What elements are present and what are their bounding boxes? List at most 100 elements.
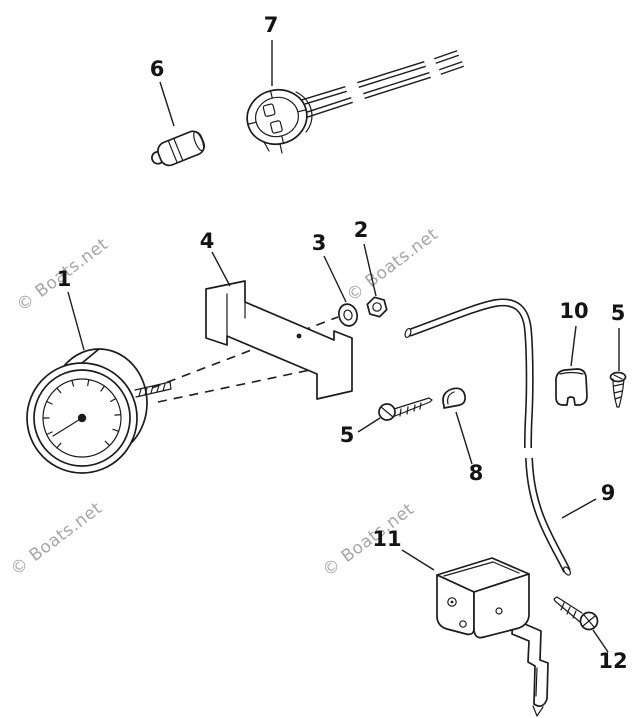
wire-1-core [299, 51, 459, 105]
part-grommet [555, 368, 588, 406]
socket-rim-ticks [247, 90, 307, 144]
clip-body [442, 387, 466, 409]
bulb-band-lines [168, 138, 184, 163]
gauge-tick-marks [42, 379, 122, 449]
callout-2: 2 [354, 218, 377, 297]
sender-boss-1-center [450, 600, 454, 604]
screw-slot [613, 374, 623, 380]
callout-8: 8 [455, 411, 484, 485]
callout-9: 9 [561, 481, 615, 519]
leader-line [570, 325, 577, 367]
sender-boss-1 [447, 597, 457, 607]
part-screw-upper-right [609, 371, 627, 408]
bracket-hole [296, 333, 302, 339]
socket-tabs [263, 141, 283, 154]
leader-line [357, 417, 381, 433]
callout-4: 4 [200, 229, 231, 287]
part-screw-lower [553, 596, 599, 631]
callout-label-1: 1 [57, 267, 72, 291]
screw-slot [380, 406, 394, 418]
washer-inner [343, 309, 353, 321]
sender-boss-2 [459, 620, 467, 628]
callout-label-5-upper: 5 [611, 301, 626, 325]
screw-shaft [393, 397, 433, 417]
leader-line [67, 291, 85, 351]
socket-body [246, 88, 308, 146]
callout-label-3: 3 [312, 231, 327, 255]
callout-label-4: 4 [200, 229, 215, 253]
screw-shaft [553, 596, 583, 623]
leader-line [592, 629, 609, 653]
socket-terminal-2 [270, 120, 283, 134]
tube-lower-core [526, 457, 570, 573]
bulb-end-cap [193, 131, 205, 152]
leader-line [401, 549, 435, 571]
leader-line [363, 243, 377, 297]
nut-hex [366, 296, 388, 318]
gauge-needle-hub [77, 413, 87, 423]
sender-boss-3 [495, 607, 503, 615]
part-nut [366, 296, 388, 318]
sender-top-rim [443, 561, 520, 577]
callout-label-11: 11 [372, 527, 401, 551]
part-tube [404, 298, 571, 576]
watermark: © Boats.net [319, 499, 418, 581]
part-sender-assembly [436, 557, 549, 717]
leader-line [561, 498, 597, 519]
leader-line [159, 81, 175, 127]
callout-label-5-middle: 5 [340, 423, 355, 447]
bracket-outline [205, 280, 353, 400]
sender-arm-slot [532, 667, 544, 717]
screw-threads [399, 402, 422, 417]
gauge-needle [52, 417, 83, 437]
screw-threads [560, 602, 577, 619]
tube-upper-core [408, 300, 533, 449]
callout-5-upper: 5 [611, 301, 626, 371]
socket-outer [246, 88, 308, 146]
callout-label-2: 2 [354, 218, 369, 242]
grommet-body [555, 368, 588, 406]
screw-shaft [612, 378, 625, 408]
tube-open-end-top [404, 327, 412, 339]
callouts: 7 6 4 3 2 1 10 5 [57, 13, 628, 673]
part-washer [338, 303, 358, 327]
bracket-bend-lines [226, 293, 246, 337]
callout-12: 12 [592, 629, 628, 673]
sender-front-right-face [473, 573, 530, 639]
stud-threads [138, 383, 166, 397]
callout-label-6: 6 [150, 57, 165, 81]
socket-terminal-1 [262, 103, 276, 117]
callout-label-8: 8 [469, 461, 484, 485]
part-mounting-bracket [205, 280, 353, 400]
callout-11: 11 [372, 527, 435, 571]
gauge-bezel-inner [33, 369, 131, 467]
callout-5-middle: 5 [340, 417, 381, 447]
leader-line [323, 255, 347, 303]
clip-inner [447, 391, 455, 405]
callout-label-10: 10 [559, 299, 588, 323]
socket-back-rim [295, 91, 313, 133]
callout-label-12: 12 [598, 649, 627, 673]
nut-hole [372, 302, 382, 312]
callout-label-7: 7 [264, 13, 279, 37]
watermark: © Boats.net [7, 498, 106, 580]
part-clip [442, 387, 466, 409]
wire-2-core [305, 62, 464, 117]
callout-3: 3 [312, 231, 347, 303]
callout-10: 10 [559, 299, 589, 367]
part-screw-middle [378, 397, 433, 421]
gauge-mounting-stud [134, 381, 172, 398]
sender-arm [511, 618, 549, 707]
callout-7: 7 [264, 13, 279, 86]
callout-6: 6 [150, 57, 175, 127]
tube-lower-outline [525, 457, 571, 573]
callout-1: 1 [57, 267, 85, 351]
grommet-detail [559, 371, 584, 375]
screw-threads [613, 383, 624, 400]
screw-cross-slot [582, 614, 596, 628]
part-light-socket [246, 50, 465, 154]
tube-open-end-bottom [563, 566, 571, 576]
part-bulb [151, 130, 206, 167]
